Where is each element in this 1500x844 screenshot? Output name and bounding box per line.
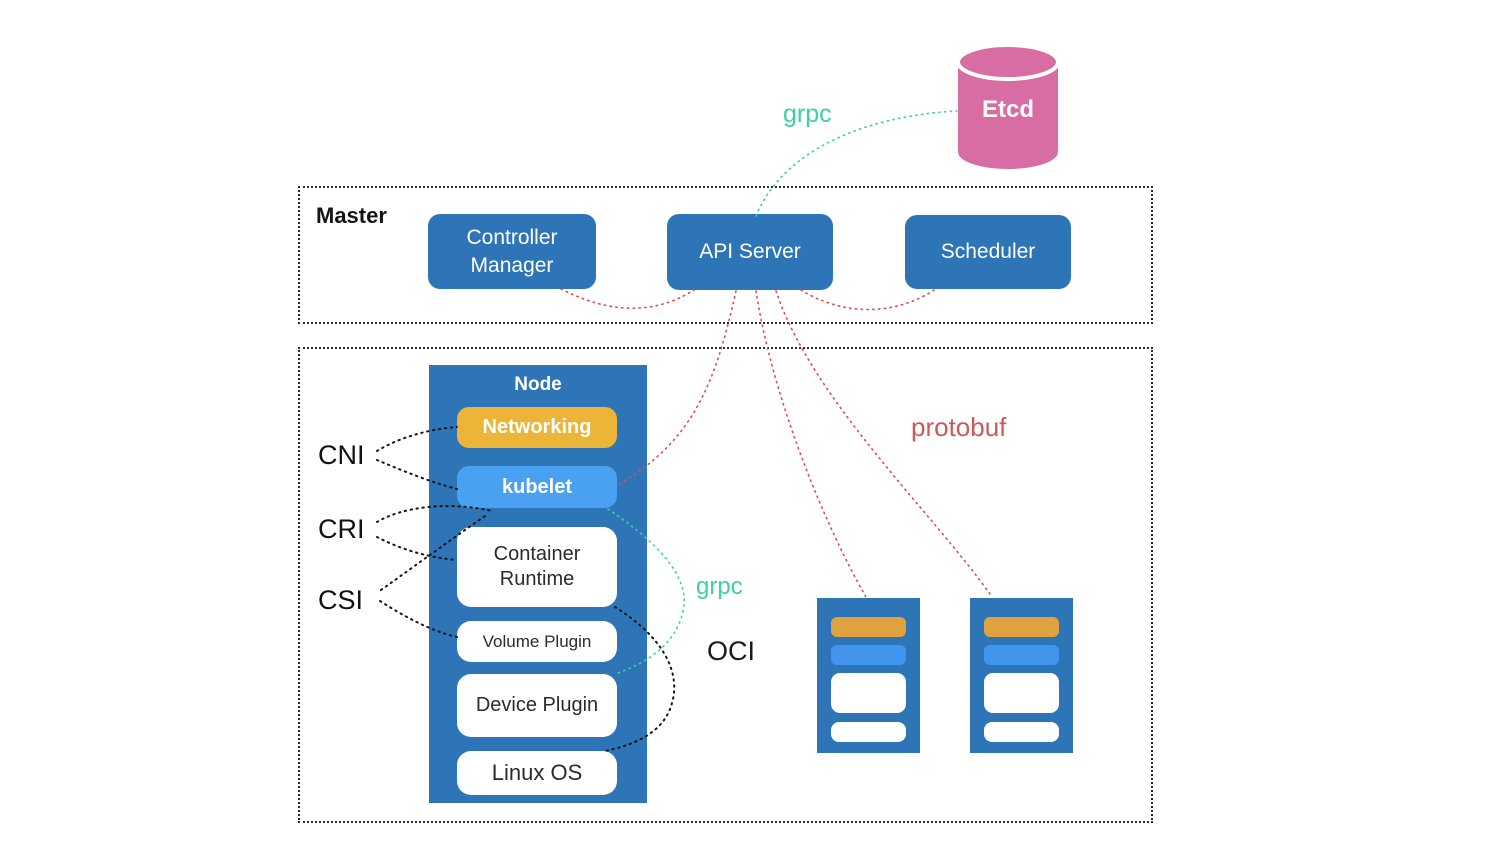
worker2-white-bar-small: [984, 722, 1059, 742]
csi-label: CSI: [318, 585, 364, 615]
networking-box: Networking: [457, 407, 617, 448]
worker-node-1: [817, 598, 920, 753]
node-column: Node Networking kubelet Container Runtim…: [429, 365, 647, 803]
linux-os-box: Linux OS: [457, 751, 617, 795]
oci-label: OCI: [707, 636, 756, 666]
worker2-blue-bar: [984, 645, 1059, 665]
worker2-yellow-bar: [984, 617, 1059, 637]
worker1-blue-bar: [831, 645, 906, 665]
kubelet-box: kubelet: [457, 466, 617, 508]
protobuf-label: protobuf: [911, 412, 1007, 442]
container-runtime-box: Container Runtime: [457, 527, 617, 607]
worker1-white-bar-small: [831, 722, 906, 742]
cni-label: CNI: [318, 440, 365, 470]
controller-manager-box: Controller Manager: [428, 214, 596, 289]
api-server-box: API Server: [667, 214, 833, 290]
device-plugin-box: Device Plugin: [457, 674, 617, 737]
worker-node-2: [970, 598, 1073, 753]
volume-plugin-box: Volume Plugin: [457, 621, 617, 662]
worker2-white-bar-large: [984, 673, 1059, 713]
grpc-node-label: grpc: [696, 573, 743, 600]
node-label: Node: [514, 374, 562, 395]
scheduler-box: Scheduler: [905, 215, 1071, 289]
worker1-white-bar-large: [831, 673, 906, 713]
worker1-yellow-bar: [831, 617, 906, 637]
etcd-label: Etcd: [981, 96, 1034, 123]
master-label: Master: [316, 203, 387, 228]
cri-label: CRI: [318, 514, 365, 544]
grpc-etcd-label: grpc: [783, 100, 832, 128]
